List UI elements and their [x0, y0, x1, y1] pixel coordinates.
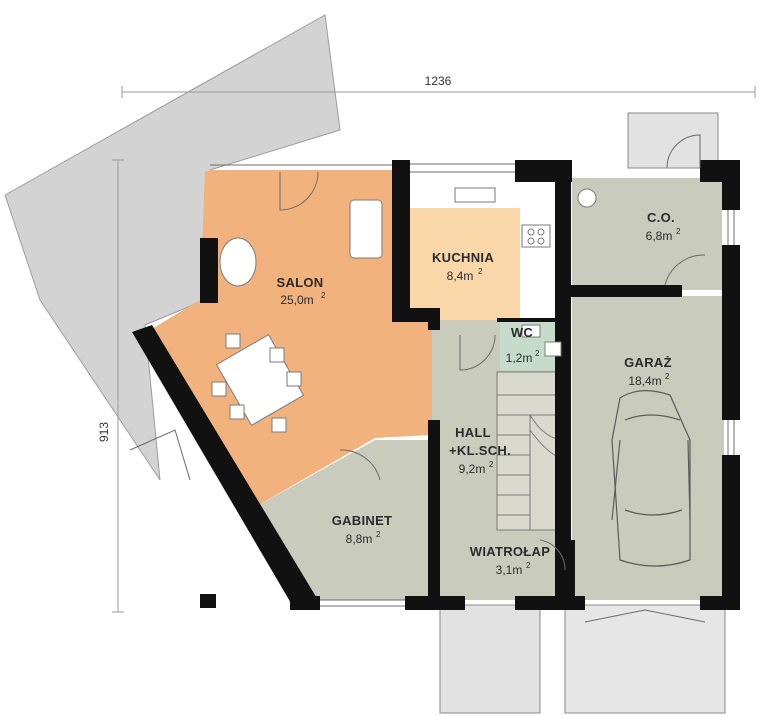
label-garaz: GARAŻ 18,4m 2 [624, 355, 672, 388]
svg-text:3,1m: 3,1m [496, 563, 523, 577]
garage-driveway [564, 604, 726, 714]
svg-text:SALON: SALON [277, 275, 324, 290]
label-hall: HALL +KL.SCH. 9,2m 2 [449, 425, 511, 476]
svg-text:18,4m: 18,4m [628, 374, 661, 388]
room-co [572, 178, 722, 290]
dining-table-icon [215, 334, 305, 426]
svg-text:2: 2 [665, 372, 670, 381]
dining-chair-icon [225, 333, 241, 349]
dimension-width: 1236 [121, 74, 756, 98]
dining-chair-icon [286, 371, 302, 387]
room-garaz [572, 296, 724, 600]
dining-chair-icon [229, 404, 245, 420]
room-wiatrolap [438, 535, 568, 600]
dimension-depth: 913 [97, 159, 124, 613]
svg-text:2: 2 [535, 349, 540, 358]
dimension-depth-label: 913 [97, 422, 111, 442]
svg-text:2: 2 [321, 291, 326, 300]
svg-text:WIATROŁAP: WIATROŁAP [470, 544, 550, 559]
sink-icon [454, 187, 496, 203]
walls [132, 160, 740, 610]
label-kuchnia: KUCHNIA 8,4m 2 [432, 250, 494, 283]
label-wc: WC 1,2m 2 [506, 325, 540, 365]
salon-furniture [211, 199, 383, 433]
svg-text:2: 2 [526, 561, 531, 570]
svg-text:6,8m: 6,8m [646, 229, 673, 243]
svg-text:8,8m: 8,8m [346, 532, 373, 546]
chair-icon [219, 237, 257, 287]
room-gabinet [250, 440, 432, 600]
room-kuchnia [400, 208, 522, 320]
label-salon: SALON 25,0m 2 [277, 275, 327, 307]
label-gabinet: GABINET 8,8m 2 [332, 513, 393, 546]
svg-text:GARAŻ: GARAŻ [624, 355, 672, 370]
dining-chair-icon [271, 417, 287, 433]
toilet-icon [521, 324, 541, 338]
staircase [496, 371, 566, 531]
washbasin-icon [544, 341, 562, 357]
dining-chair-icon [211, 381, 227, 397]
svg-text:2: 2 [489, 460, 494, 469]
svg-text:WC: WC [511, 325, 534, 340]
svg-text:C.O.: C.O. [647, 210, 675, 225]
cooktop-icon [521, 224, 551, 248]
entrance-steps [439, 604, 541, 714]
svg-text:8,4m: 8,4m [447, 269, 474, 283]
armchair-icon [349, 199, 383, 259]
dining-chair-icon [269, 347, 285, 363]
dimension-width-label: 1236 [425, 74, 452, 88]
boiler-icon [577, 188, 597, 208]
svg-text:2: 2 [676, 227, 681, 236]
kitchen-fittings [454, 187, 551, 248]
windows [210, 163, 735, 607]
svg-text:HALL: HALL [455, 425, 491, 440]
svg-text:+KL.SCH.: +KL.SCH. [449, 443, 511, 458]
svg-text:GABINET: GABINET [332, 513, 393, 528]
terrace-edge [129, 429, 191, 481]
car-icon [611, 390, 691, 567]
back-step [627, 112, 719, 169]
svg-text:25,0m: 25,0m [280, 293, 313, 307]
label-wiatrolap: WIATROŁAP 3,1m 2 [470, 544, 550, 577]
svg-text:KUCHNIA: KUCHNIA [432, 250, 494, 265]
svg-text:9,2m: 9,2m [459, 462, 486, 476]
garage-door-swing [584, 609, 706, 623]
door-swings [279, 134, 706, 571]
svg-text:2: 2 [376, 530, 381, 539]
svg-text:1,2m: 1,2m [506, 351, 533, 365]
svg-text:2: 2 [478, 267, 483, 276]
label-co: C.O. 6,8m 2 [646, 210, 681, 243]
